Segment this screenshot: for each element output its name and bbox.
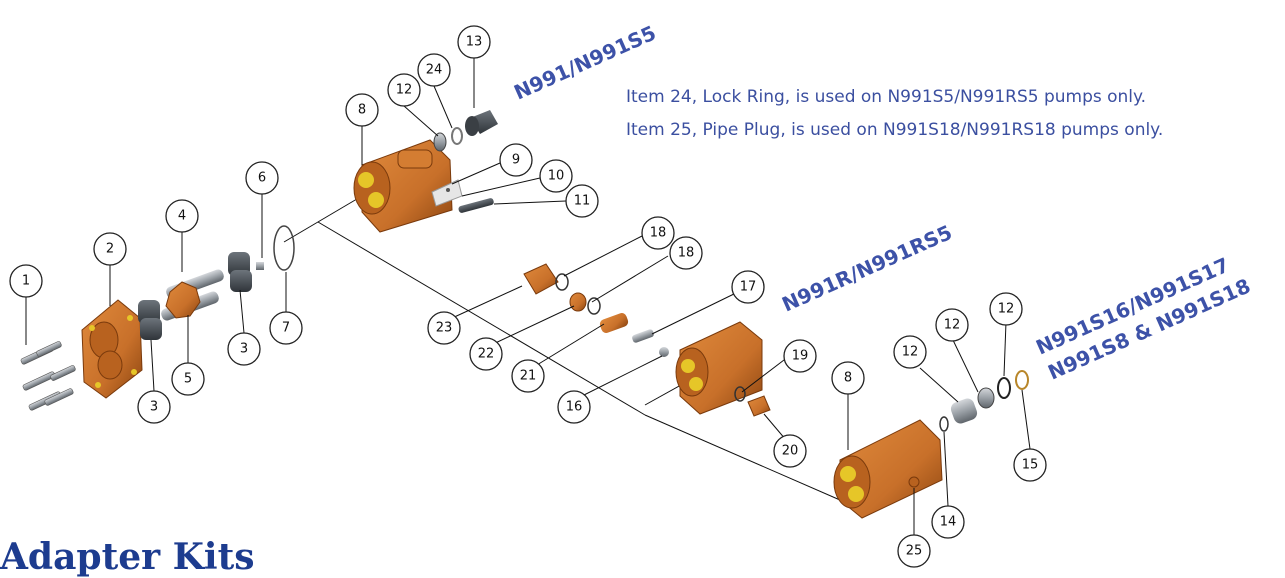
svg-text:4: 4 (178, 209, 186, 224)
callout-20: 20 (773, 434, 807, 468)
svg-text:12: 12 (902, 345, 919, 360)
callout-8-bottom: 8 (831, 361, 865, 395)
impeller-part (161, 269, 224, 321)
callout-6: 6 (245, 161, 279, 195)
leader-lines (25, 58, 1031, 535)
pump-body-middle-part (675, 321, 771, 417)
bushings-left-part (138, 300, 162, 340)
callout-7: 7 (269, 311, 303, 345)
svg-text:12: 12 (396, 83, 413, 98)
callout-12-right-a: 12 (893, 335, 927, 369)
callout-21: 21 (511, 359, 545, 393)
svg-text:19: 19 (792, 349, 809, 364)
bushings-right-part (228, 252, 252, 292)
svg-text:8: 8 (358, 103, 366, 118)
svg-text:1: 1 (22, 274, 30, 289)
callout-17: 17 (731, 270, 765, 304)
svg-text:14: 14 (940, 515, 957, 530)
svg-text:17: 17 (740, 280, 757, 295)
svg-text:23: 23 (436, 321, 453, 336)
pump-body-bottom-part (833, 419, 943, 519)
svg-text:3: 3 (150, 400, 158, 415)
callout-4: 4 (165, 199, 199, 233)
callout-3-left: 3 (137, 390, 171, 424)
callout-18-b: 18 (669, 236, 703, 270)
svg-text:3: 3 (240, 342, 248, 357)
screws-part (20, 341, 76, 411)
callout-24: 24 (417, 53, 451, 87)
svg-text:21: 21 (520, 369, 537, 384)
callout-2: 2 (93, 232, 127, 266)
callout-18-a: 18 (641, 216, 675, 250)
model-label-middle: N991R/N991RS5 (778, 220, 955, 317)
svg-text:11: 11 (574, 194, 591, 209)
callout-13: 13 (457, 25, 491, 59)
callout-19: 19 (783, 339, 817, 373)
svg-text:8: 8 (844, 371, 852, 386)
svg-text:12: 12 (998, 302, 1015, 317)
svg-text:13: 13 (466, 35, 483, 50)
section-heading: Adapter Kits (0, 536, 255, 578)
svg-text:10: 10 (548, 169, 565, 184)
callout-23: 23 (427, 311, 461, 345)
svg-text:12: 12 (944, 318, 961, 333)
callout-11: 11 (565, 184, 599, 218)
svg-text:18: 18 (650, 226, 667, 241)
svg-text:5: 5 (184, 372, 192, 387)
callout-3-right: 3 (227, 332, 261, 366)
relief-valve-parts (523, 263, 669, 357)
svg-text:24: 24 (426, 63, 443, 78)
svg-text:22: 22 (478, 347, 495, 362)
svg-text:9: 9 (512, 153, 520, 168)
plate-and-bolt-part (431, 179, 494, 213)
callout-12-right-c: 12 (989, 292, 1023, 326)
svg-text:7: 7 (282, 321, 290, 336)
assembly-lines (283, 195, 841, 501)
svg-text:6: 6 (258, 171, 266, 186)
callout-9: 9 (499, 143, 533, 177)
seal-right-part (939, 370, 1029, 432)
svg-text:15: 15 (1022, 458, 1039, 473)
end-cover-part (81, 299, 143, 399)
callout-15: 15 (1013, 448, 1047, 482)
callout-14: 14 (931, 505, 965, 539)
svg-text:20: 20 (782, 444, 799, 459)
svg-text:18: 18 (678, 246, 695, 261)
pump-body-top-part (353, 139, 453, 233)
svg-text:25: 25 (906, 544, 923, 559)
seal-top-part (433, 110, 498, 152)
callout-12-right-b: 12 (935, 308, 969, 342)
callout-16: 16 (557, 390, 591, 424)
callout-10: 10 (539, 159, 573, 193)
callout-8-top: 8 (345, 93, 379, 127)
callout-12-top: 12 (387, 73, 421, 107)
note-item-25: Item 25, Pipe Plug, is used on N991S18/N… (626, 120, 1164, 140)
note-item-24: Item 24, Lock Ring, is used on N991S5/N9… (626, 87, 1147, 107)
callout-25: 25 (897, 534, 931, 568)
svg-text:16: 16 (566, 400, 583, 415)
callout-1: 1 (9, 264, 43, 298)
svg-text:2: 2 (106, 242, 114, 257)
callout-22: 22 (469, 337, 503, 371)
callout-5: 5 (171, 362, 205, 396)
pin-and-oring-part (256, 225, 295, 271)
